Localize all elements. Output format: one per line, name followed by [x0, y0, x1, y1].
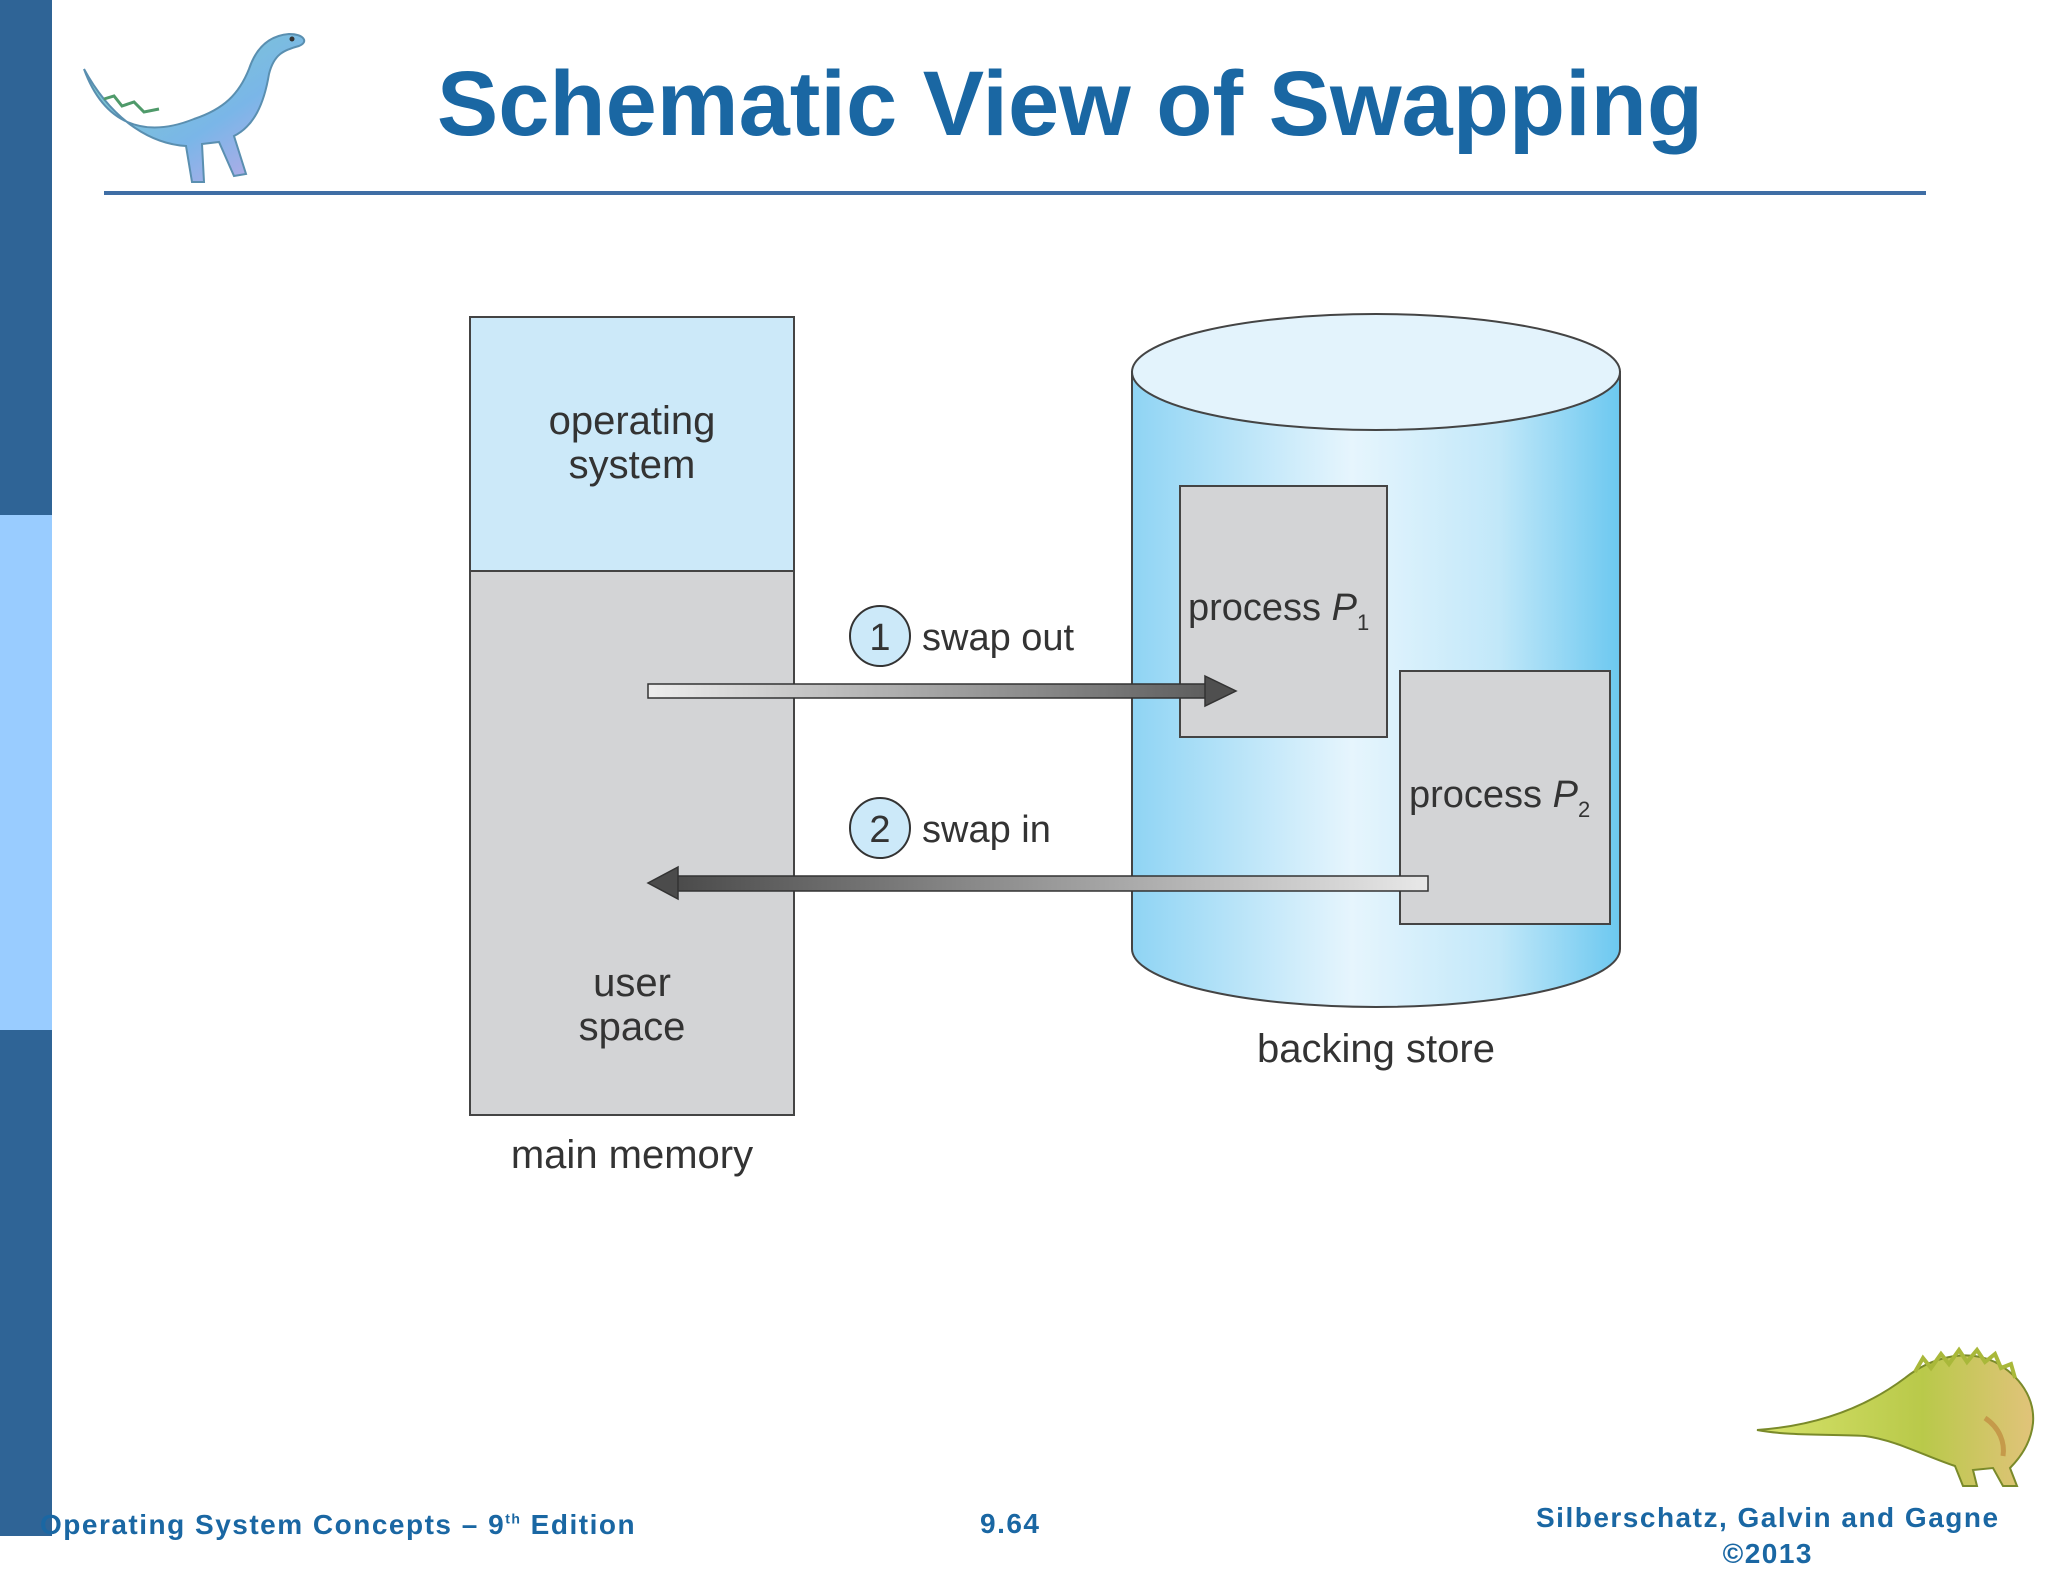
footer-course-title: Operating System Concepts – 9th Edition [40, 1509, 637, 1540]
main-memory-caption: main memory [511, 1133, 753, 1177]
slide-title: Schematic View of Swapping [436, 53, 1704, 155]
process-p2-box [1399, 670, 1611, 925]
footer-authors: Silberschatz, Galvin and Gagne©2013 [1536, 1502, 2000, 1569]
footer-page-number: 9.64 [980, 1508, 1041, 1539]
swap-in-step-badge [849, 797, 911, 859]
title-divider [104, 191, 1926, 195]
user-label-line2: space [579, 1005, 686, 1049]
sidebar-dark-bottom [0, 1030, 52, 1536]
sidebar-dark-top [0, 0, 52, 515]
sidebar-light-middle [0, 515, 52, 1030]
swap-out-arrow [647, 674, 1238, 708]
swap-in-step-number: 2 [869, 809, 890, 851]
backing-store-top [1131, 313, 1621, 431]
swap-in-arrow [646, 865, 1429, 901]
dinosaur-logo-bottom [1756, 1346, 2035, 1487]
swapping-diagram: operating system user space main memory … [469, 313, 1621, 1177]
swap-out-step-badge [849, 605, 911, 667]
os-label-line1: operating [549, 399, 716, 443]
process-p2-label: process P2 [1409, 774, 1590, 822]
swap-out-step-number: 1 [869, 617, 890, 659]
os-region [469, 316, 795, 572]
swap-in-label: swap in [922, 809, 1051, 851]
swap-out-label: swap out [922, 617, 1075, 659]
process-p1-label: process P1 [1188, 587, 1369, 635]
dinosaur-logo-top [83, 32, 306, 183]
os-label-line2: system [569, 443, 696, 487]
user-label-line1: user [593, 961, 671, 1005]
user-space-region [469, 570, 795, 1116]
backing-store-caption: backing store [1257, 1027, 1495, 1071]
